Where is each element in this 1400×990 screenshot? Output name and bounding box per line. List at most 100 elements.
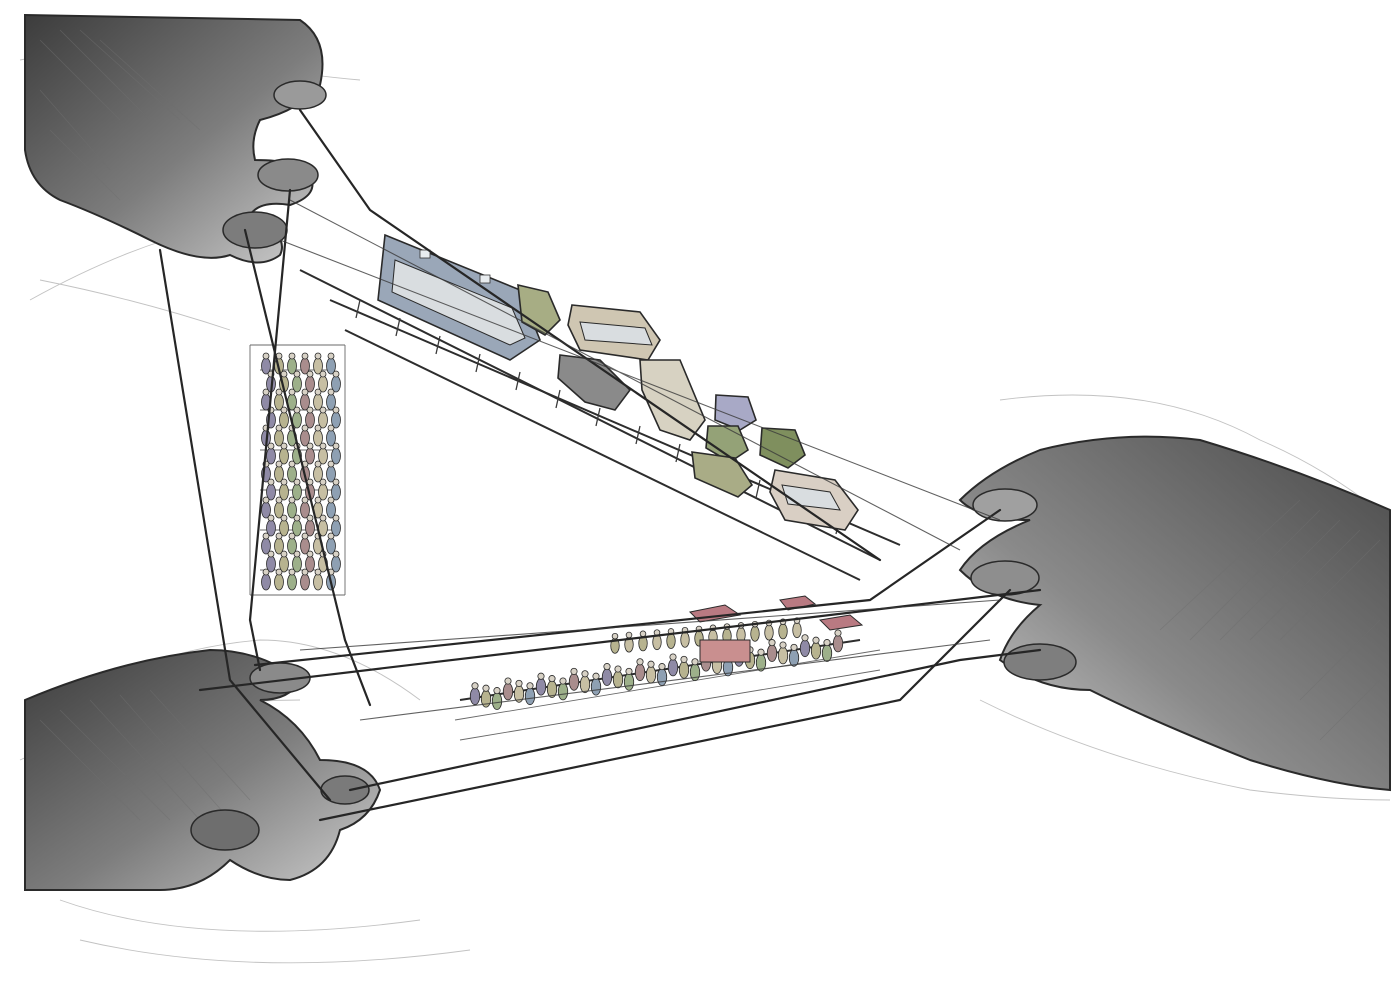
- car-dark: [557, 354, 632, 411]
- person-figure: [261, 568, 271, 591]
- person-figure: [261, 496, 271, 519]
- crowd-column: [249, 344, 346, 596]
- person-figure: [524, 682, 536, 706]
- market-strip: [454, 595, 881, 741]
- person-figure: [821, 639, 833, 662]
- person-figure: [266, 442, 276, 465]
- person-figure: [331, 514, 341, 537]
- person-figure: [292, 550, 302, 573]
- person-figure: [331, 478, 341, 501]
- person-figure: [300, 352, 310, 375]
- person-figure: [313, 496, 323, 519]
- person-figure: [266, 514, 276, 537]
- person-figure: [318, 442, 328, 465]
- road-with-traffic: [299, 233, 901, 581]
- hand-bottom-left: [24, 648, 382, 891]
- person-figure: [638, 630, 648, 652]
- person-figure: [287, 496, 297, 519]
- person-figure: [799, 634, 811, 658]
- person-figure: [810, 636, 822, 660]
- person-figure: [601, 663, 613, 686]
- person-figure: [274, 496, 284, 519]
- person-figure: [313, 388, 323, 411]
- person-figure: [678, 655, 690, 679]
- hand-right: [958, 435, 1391, 792]
- bus: [377, 233, 541, 361]
- person-figure: [274, 460, 284, 483]
- person-figure: [326, 352, 336, 375]
- person-figure: [568, 667, 580, 691]
- person-figure: [305, 514, 315, 537]
- person-figure: [274, 388, 284, 411]
- auto-olive: [759, 427, 806, 469]
- van-rear: [769, 469, 859, 531]
- person-figure: [480, 684, 492, 708]
- person-figure: [305, 370, 315, 393]
- person-figure: [305, 406, 315, 429]
- auto-green: [705, 425, 749, 463]
- person-figure: [318, 406, 328, 429]
- person-figure: [279, 550, 289, 573]
- person-figure: [623, 667, 635, 691]
- person-figure: [634, 658, 646, 682]
- person-figure: [557, 677, 569, 701]
- person-figure: [300, 568, 310, 591]
- person-figure: [326, 460, 336, 483]
- person-figure: [502, 677, 514, 701]
- person-figure: [590, 672, 602, 696]
- person-figure: [292, 370, 302, 393]
- person-figure: [305, 442, 315, 465]
- person-figure: [689, 658, 701, 682]
- person-figure: [491, 687, 503, 710]
- person-figure: [261, 352, 271, 375]
- person-figure: [766, 639, 778, 662]
- person-figure: [313, 460, 323, 483]
- person-figure: [469, 682, 481, 706]
- person-figure: [300, 532, 310, 555]
- person-figure: [326, 532, 336, 555]
- person-figure: [326, 388, 336, 411]
- auto-rickshaw: [517, 283, 561, 336]
- person-figure: [300, 388, 310, 411]
- person-figure: [331, 370, 341, 393]
- person-figure: [667, 653, 679, 677]
- person-figure: [680, 626, 690, 648]
- person-figure: [292, 406, 302, 429]
- person-figure: [535, 672, 547, 696]
- person-figure: [513, 679, 525, 703]
- person-figure: [546, 675, 558, 698]
- person-figure: [318, 478, 328, 501]
- person-figure: [287, 532, 297, 555]
- person-figure: [777, 641, 789, 665]
- person-figure: [279, 514, 289, 537]
- person-figure: [318, 514, 328, 537]
- person-figure: [579, 670, 591, 694]
- person-figure: [305, 550, 315, 573]
- person-figure: [313, 568, 323, 591]
- person-figure: [326, 496, 336, 519]
- person-figure: [274, 532, 284, 555]
- person-figure: [274, 424, 284, 447]
- person-figure: [645, 660, 657, 684]
- person-figure: [279, 442, 289, 465]
- string-figure: [158, 108, 1042, 822]
- car-olive: [691, 451, 754, 498]
- person-figure: [292, 478, 302, 501]
- person-figure: [610, 632, 620, 654]
- person-figure: [331, 550, 341, 573]
- person-figure: [300, 496, 310, 519]
- person-figure: [652, 629, 662, 651]
- person-figure: [318, 370, 328, 393]
- person-figure: [266, 478, 276, 501]
- person-figure: [300, 424, 310, 447]
- person-figure: [287, 460, 297, 483]
- person-figure: [788, 643, 800, 667]
- person-figure: [612, 665, 624, 689]
- person-figure: [266, 550, 276, 573]
- hand-top-left: [24, 13, 327, 265]
- person-figure: [313, 424, 323, 447]
- van: [567, 304, 661, 361]
- person-figure: [755, 648, 767, 672]
- person-figure: [313, 352, 323, 375]
